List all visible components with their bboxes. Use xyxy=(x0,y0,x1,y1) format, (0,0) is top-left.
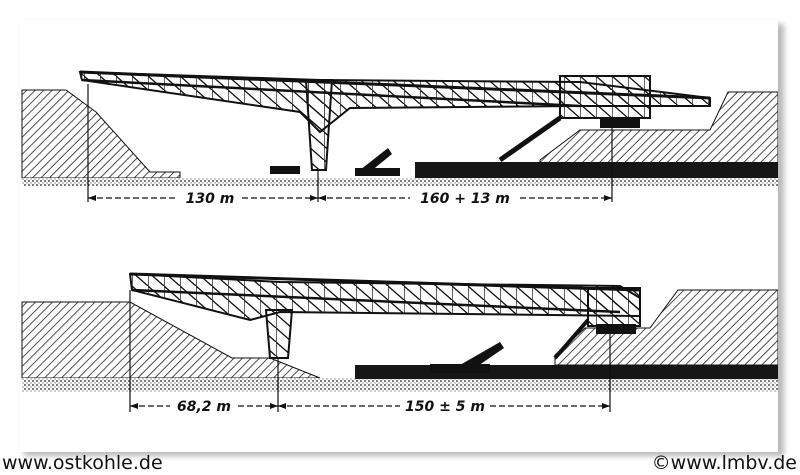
top-bridge-tower xyxy=(304,79,334,171)
top-dim-left-label: 130 m xyxy=(186,191,235,207)
top-coal-seam xyxy=(415,162,778,178)
drawing-plate: 130 m 160 + 13 m xyxy=(20,20,779,452)
bottom-dimension-line xyxy=(129,290,611,412)
bottom-bucket-wheel-excavator xyxy=(553,287,641,360)
top-bucket-wheel-excavator xyxy=(498,75,651,163)
bottom-dim-right-label: 150 ± 5 m xyxy=(405,399,485,415)
top-floor-machines xyxy=(270,148,400,176)
credit-lmbv: ©www.lmbv.de xyxy=(651,452,797,474)
bottom-coal-seam xyxy=(355,365,778,379)
bottom-bridge-tower xyxy=(264,309,294,359)
bottom-ground xyxy=(22,378,778,392)
bottom-floor-machine xyxy=(430,342,504,373)
top-dimension-line xyxy=(87,84,613,202)
top-ground xyxy=(22,178,778,186)
bottom-dim-left-label: 68,2 m xyxy=(177,399,231,415)
top-diagram: 130 m 160 + 13 m xyxy=(21,70,779,207)
bottom-diagram: 68,2 m 150 ± 5 m xyxy=(21,272,779,415)
credit-ostkohle: www.ostkohle.de xyxy=(2,452,163,474)
top-left-spoil-heap xyxy=(21,89,181,179)
top-dim-right-label: 160 + 13 m xyxy=(420,191,510,207)
